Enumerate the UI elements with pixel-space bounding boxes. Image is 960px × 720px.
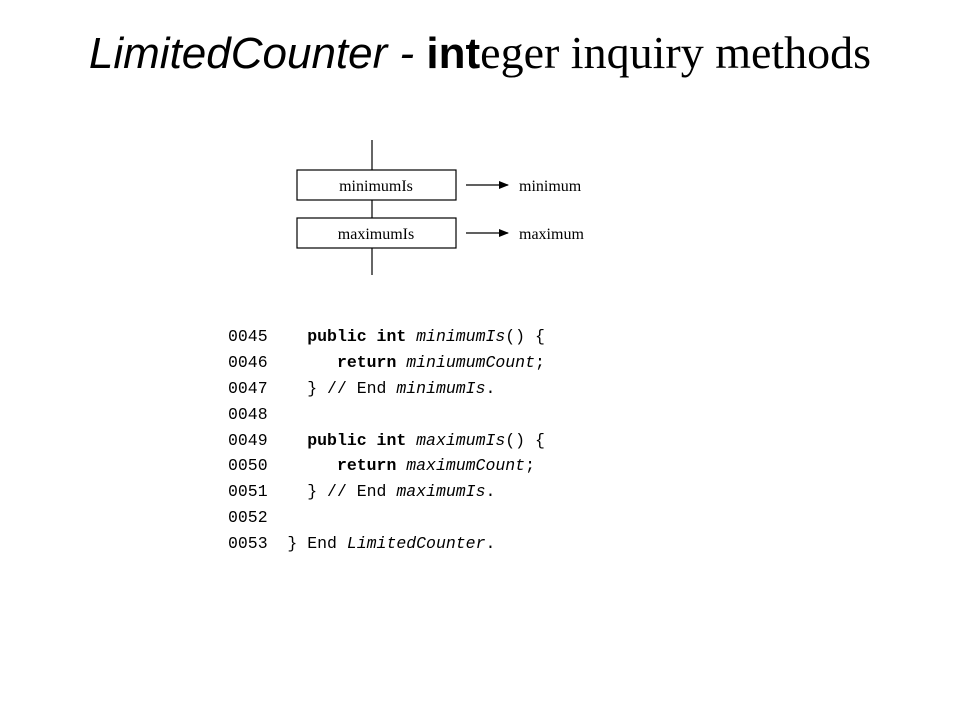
line-number: 0046 [228, 352, 268, 372]
code-keyword: public int [307, 430, 417, 450]
code-keyword: return [336, 456, 407, 476]
code-identifier: LimitedCounter [346, 534, 486, 554]
code-line: 0046 return miniumumCount; [228, 350, 545, 376]
code-punctuation: . [485, 534, 496, 554]
code-punctuation: () { [505, 327, 545, 346]
code-indent [278, 456, 337, 475]
maximumIs-method-label: maximumIs [338, 226, 414, 243]
code-punctuation: () { [505, 430, 545, 450]
code-indent [278, 431, 308, 450]
title-class-name: LimitedCounter - [88, 29, 427, 78]
code-punctuation: ; [534, 352, 545, 372]
maximumIs-method-box [296, 217, 457, 249]
code-text: } // End [307, 378, 397, 398]
code-line: 0049 public int maximumIs() { [228, 428, 545, 454]
code-punctuation: . [485, 378, 496, 398]
code-line: 0045 public int minimumIs() { [228, 324, 545, 350]
code-indent [278, 534, 288, 553]
line-number: 0047 [228, 378, 268, 398]
minimumIs-method-label: minimumIs [339, 178, 413, 195]
code-line: 0052 [228, 505, 545, 531]
code-text: } // End [307, 482, 397, 502]
code-indent [278, 353, 337, 372]
code-line: 0053 } End LimitedCounter. [228, 531, 545, 557]
code-punctuation: ; [525, 456, 535, 476]
code-identifier: maximumCount [406, 456, 526, 476]
slide-title: LimitedCounter - integer inquiry methods [0, 30, 960, 76]
line-number: 0050 [228, 456, 268, 476]
code-punctuation: . [485, 482, 496, 502]
code-keyword: return [336, 352, 407, 372]
line-number: 0053 [228, 534, 268, 554]
code-listing: 0045 public int minimumIs() {0046 return… [228, 324, 545, 557]
line-number: 0051 [228, 482, 268, 502]
minimum-output-label: minimum [519, 178, 582, 195]
maximum-output-label: maximum [519, 226, 584, 243]
code-indent [278, 482, 308, 501]
code-identifier: maximumIs [416, 430, 506, 450]
code-identifier: maximumIs [396, 482, 486, 502]
title-rest: eger inquiry methods [480, 27, 872, 78]
line-number: 0045 [228, 327, 268, 346]
code-identifier: minimumIs [396, 378, 486, 398]
title-int-bold: int [426, 29, 481, 78]
code-line: 0048 [228, 402, 545, 428]
code-identifier: minimumIs [416, 327, 506, 346]
code-indent [278, 327, 308, 346]
code-identifier: miniumumCount [406, 352, 535, 372]
line-number: 0048 [228, 404, 268, 424]
code-line: 0050 return maximumCount; [228, 453, 545, 479]
code-text: } End [287, 534, 347, 554]
code-line: 0051 } // End maximumIs. [228, 479, 545, 505]
code-indent [278, 379, 308, 398]
code-keyword: public int [307, 327, 417, 346]
minimumIs-method-box [296, 169, 457, 201]
line-number: 0052 [228, 508, 268, 528]
code-line: 0047 } // End minimumIs. [228, 376, 545, 402]
line-number: 0049 [228, 430, 268, 450]
